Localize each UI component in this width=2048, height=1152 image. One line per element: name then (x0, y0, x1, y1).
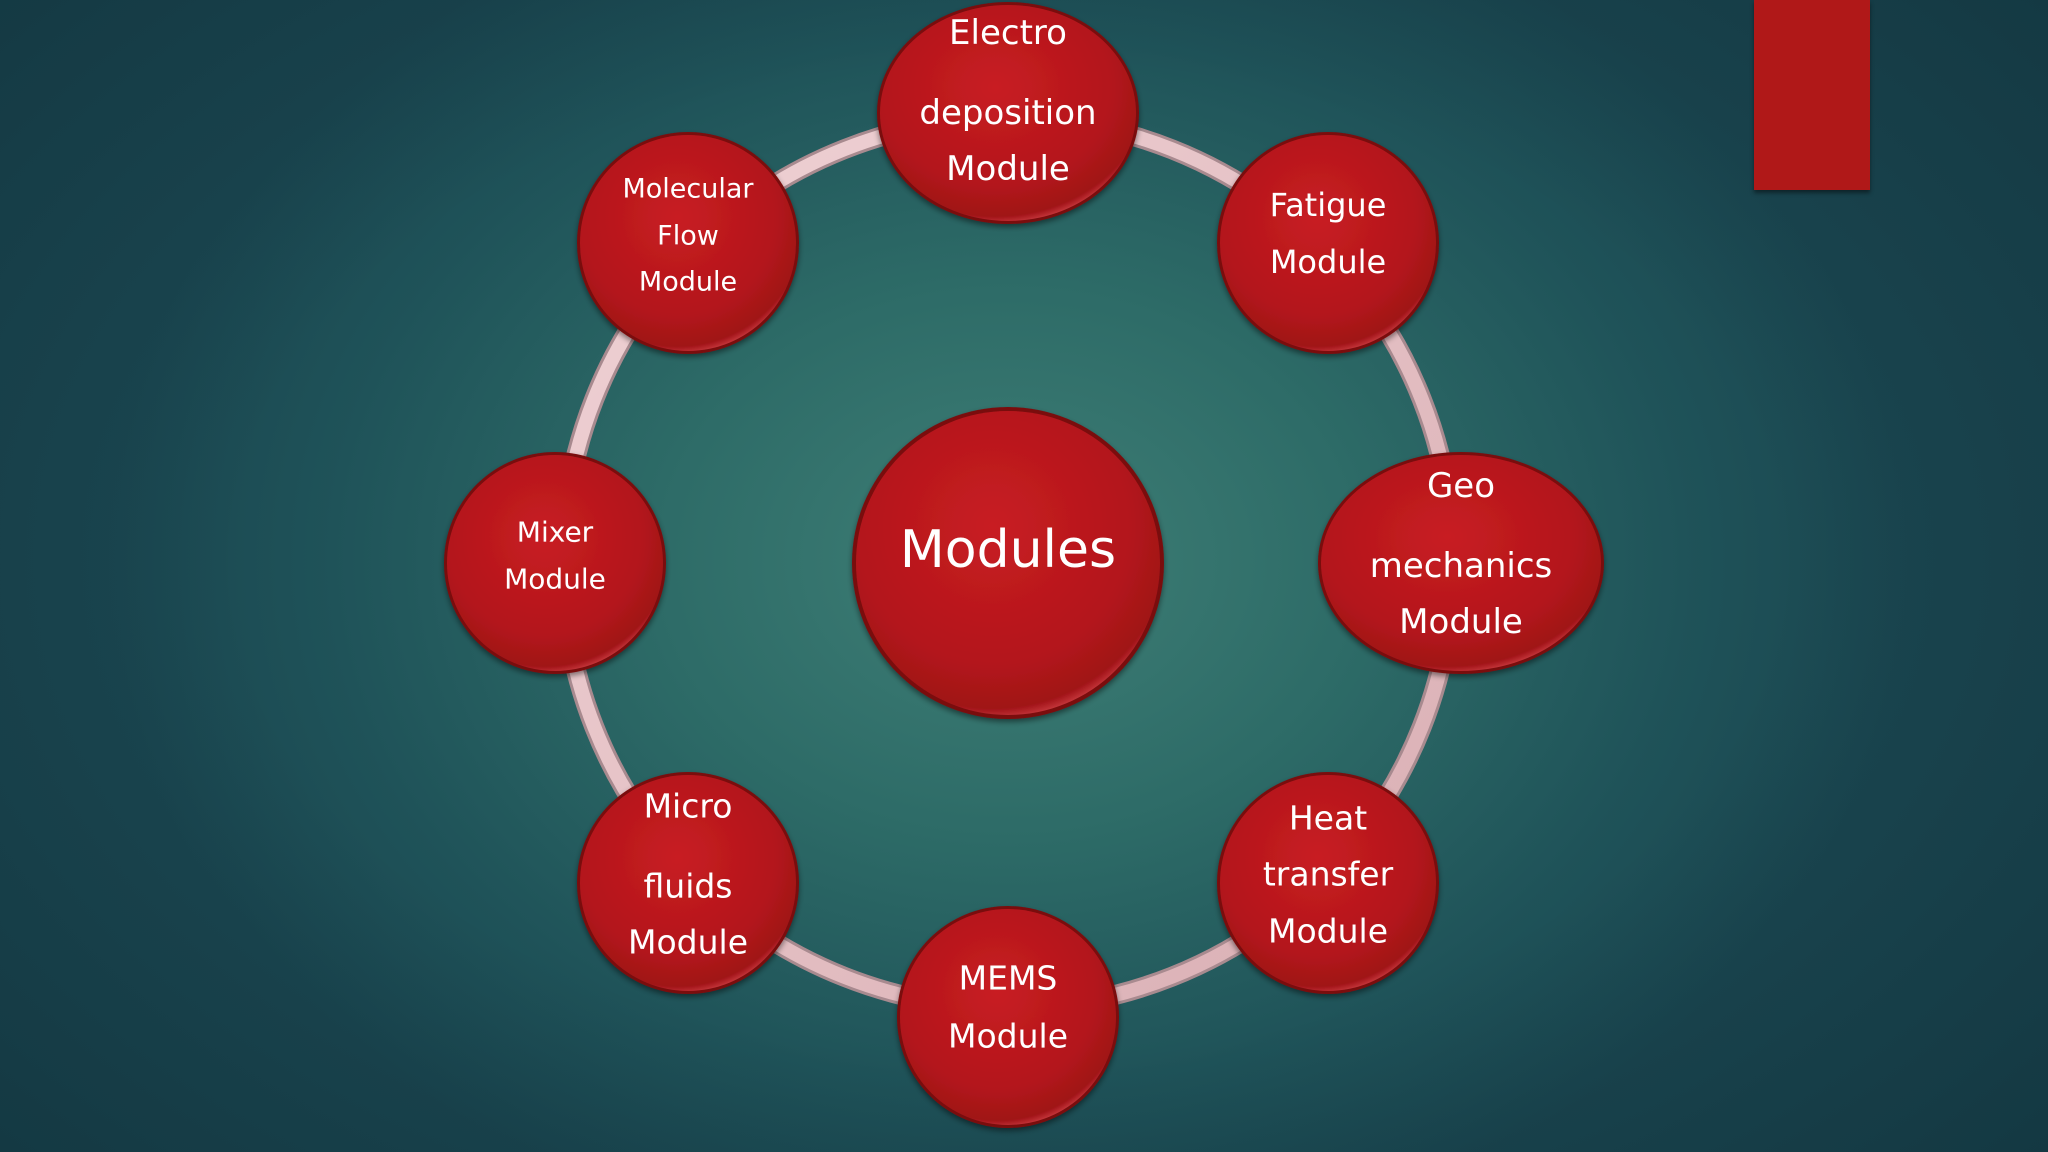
center-node-label: Modules (900, 520, 1116, 580)
accent-bar (1754, 0, 1870, 190)
node-label-electrodeposition-line-2: deposition (919, 93, 1097, 133)
node-label-mixer-line-1: Mixer (516, 515, 594, 549)
node-label-geomechanics-line-1: Geo (1426, 466, 1496, 506)
node-shape-molecular-flow (577, 132, 799, 354)
node-shape-geomechanics (1318, 452, 1604, 674)
node-label-mixer-line-2: Module (504, 562, 606, 596)
node-label-electrodeposition-line-3: Module (946, 149, 1070, 189)
node-label-molecular-flow-line-1: Molecular (622, 173, 754, 205)
node-label-molecular-flow-line-3: Module (638, 266, 738, 298)
node-label-mems-line-1: MEMS (958, 958, 1058, 998)
center-node-text: Modules (899, 520, 1117, 580)
node-label-heat-transfer-line-3: Module (1268, 911, 1388, 951)
node-shape-electrodeposition (877, 2, 1139, 224)
node-label-microfluids-line-3: Module (628, 922, 748, 962)
node-label-fatigue-line-1: Fatigue (1269, 186, 1387, 224)
node-label-microfluids-line-1: Micro (643, 786, 733, 826)
center-node-shape (852, 407, 1164, 719)
node-label-geomechanics-line-2: mechanics (1369, 546, 1553, 586)
node-label-heat-transfer-line-2: transfer (1262, 854, 1394, 894)
node-shape-mixer (444, 452, 666, 674)
node-shape-fatigue (1217, 132, 1439, 354)
node-label-geomechanics-line-3: Module (1399, 602, 1523, 642)
node-shape-mems (897, 906, 1119, 1128)
node-label-electrodeposition-line-1: Electro (949, 13, 1067, 53)
node-shape-microfluids (577, 772, 799, 994)
node-label-microfluids-line-2: fluids (643, 866, 733, 906)
node-label-heat-transfer-line-1: Heat (1288, 798, 1368, 838)
node-shape-heat-transfer (1217, 772, 1439, 994)
node-label-fatigue-line-2: Module (1269, 243, 1387, 281)
node-label-mems-line-2: Module (948, 1016, 1068, 1056)
node-label-molecular-flow-line-2: Flow (657, 220, 719, 252)
